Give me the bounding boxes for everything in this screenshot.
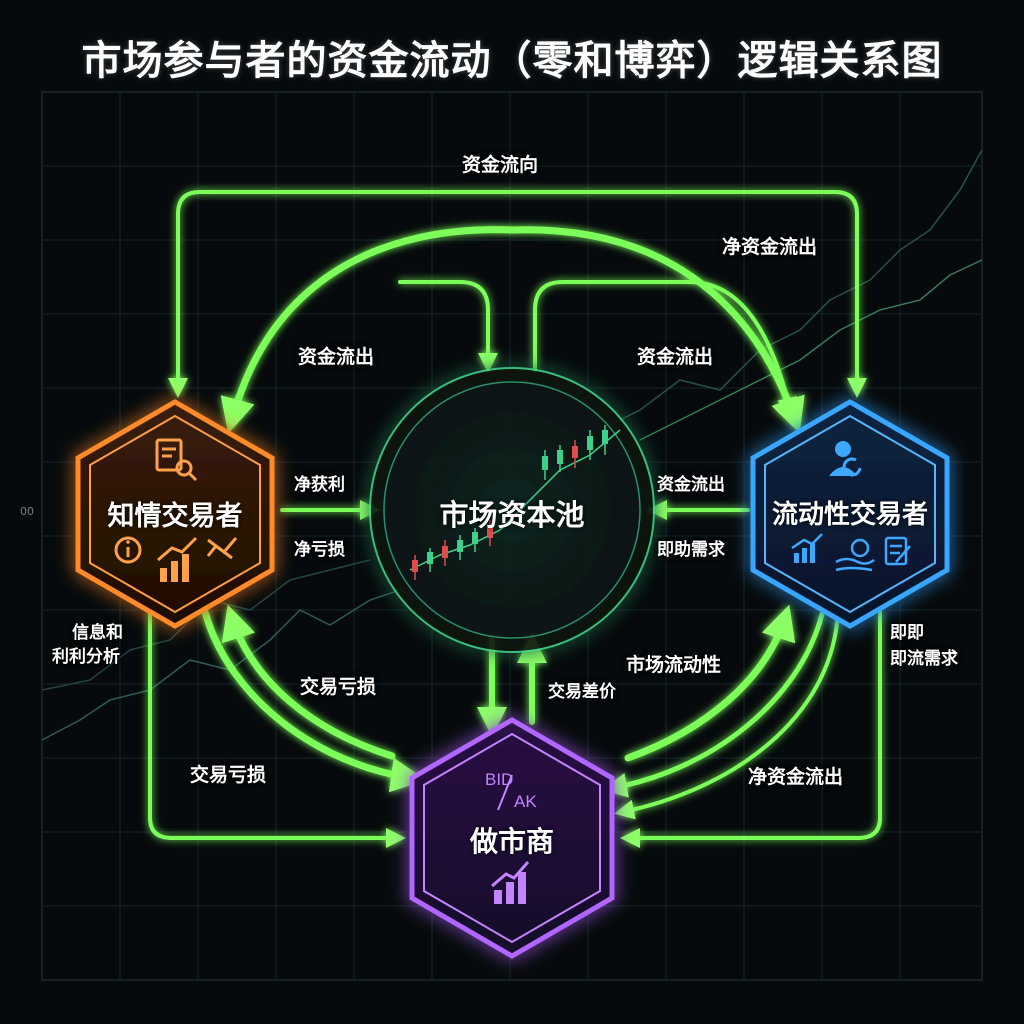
bid-ask-divider	[497, 774, 513, 811]
chart-cross-icon	[206, 537, 238, 560]
document-search-icon	[155, 438, 198, 482]
market-maker-label: 做市商	[469, 825, 554, 858]
page-title: 市场参与者的资金流动（零和博弈）逻辑关系图	[81, 38, 943, 84]
liquidity-trader-node	[750, 399, 950, 629]
flow-label-trade-loss-upper: 交易亏损	[300, 676, 377, 698]
user-refresh-icon	[829, 441, 857, 476]
bar-chart-icon	[794, 543, 815, 563]
arc-informed-mm-back	[221, 604, 396, 760]
flow-label-net-outflow-bottom: 净资金流出	[748, 766, 844, 788]
notepad-icon	[884, 536, 911, 566]
market-maker-node	[409, 717, 615, 959]
loop-bottom-right	[620, 610, 882, 848]
flow-arrows	[148, 190, 882, 848]
flow-label-net-outflow-top: 净资金流出	[722, 236, 818, 258]
arc-liquidity-mm	[602, 611, 825, 798]
flow-label-direction: 资金流向	[462, 154, 539, 176]
flow-label-trade-loss-lower: 交易亏损	[190, 764, 267, 786]
inner-from-pool	[533, 280, 797, 418]
inner-to-pool	[398, 280, 498, 373]
bar-chart-icon	[160, 554, 189, 582]
flow-label-info-1: 信息和	[72, 623, 123, 643]
flow-label-immediate-demand: 即助需求	[657, 540, 725, 560]
info-icon	[114, 536, 142, 564]
loop-top-left	[168, 190, 514, 398]
loop-top-right	[510, 190, 867, 398]
liquidity-trader-label: 流动性交易者	[771, 500, 928, 530]
trend-arrow-icon	[157, 536, 198, 562]
flow-label-market-liquidity: 市场流动性	[626, 654, 722, 676]
flow-label-info-2: 利利分析	[52, 647, 120, 667]
loop-right-inner	[614, 610, 840, 820]
arc-top-left	[220, 226, 516, 434]
flow-label-net-profit: 净获利	[294, 475, 345, 495]
flow-label-right-2: 即流需求	[890, 649, 958, 669]
flow-label-liquidity-outflow: 资金流出	[657, 475, 725, 495]
arc-mm-liquidity	[624, 604, 796, 762]
market-pool	[369, 367, 655, 653]
informed-trader-node	[75, 399, 275, 629]
arc-informed-mm	[201, 608, 426, 793]
market-pool-label: 市场资本池	[439, 498, 585, 532]
arc-top-right	[508, 226, 805, 434]
pool-candles	[409, 425, 621, 580]
hand-coin-icon	[835, 538, 875, 572]
bid-badge: BID	[485, 770, 514, 789]
ask-badge: AK	[514, 792, 537, 811]
bar-chart-icon	[494, 872, 526, 904]
informed-trader-label: 知情交易者	[107, 501, 243, 532]
flow-label-net-loss: 净亏损	[294, 540, 345, 560]
refresh-icon	[842, 457, 862, 477]
flow-label-spread: 交易差价	[548, 682, 616, 702]
axis-tick-label: 00	[20, 505, 34, 518]
flow-label-outflow-left: 资金流出	[298, 346, 375, 368]
loop-bottom-left	[148, 610, 406, 848]
flow-label-outflow-right: 资金流出	[637, 346, 714, 368]
flow-label-right-1: 即即	[890, 623, 924, 643]
